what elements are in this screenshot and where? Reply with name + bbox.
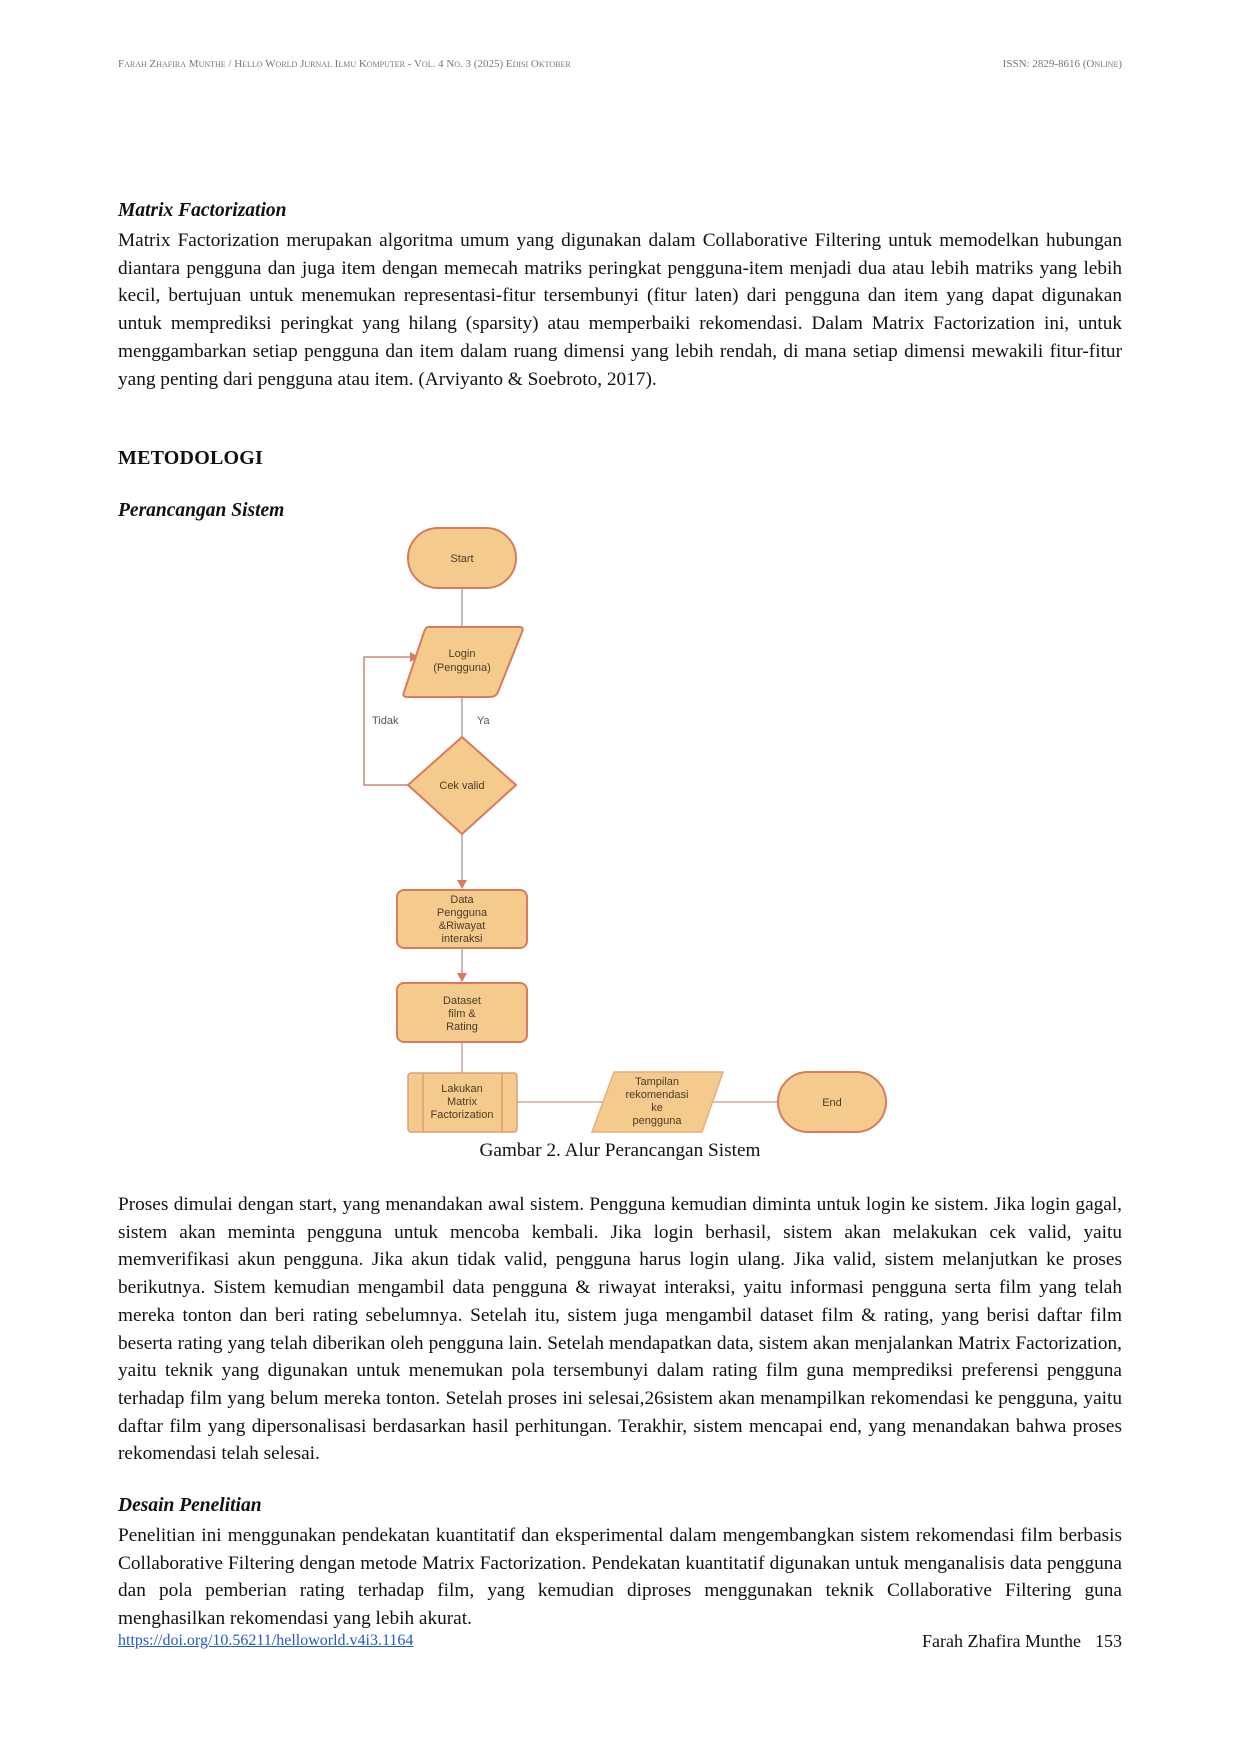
- edge-label-tidak: Tidak: [372, 715, 399, 727]
- svg-text:Rating: Rating: [446, 1021, 478, 1033]
- node-end: End: [777, 1071, 887, 1133]
- svg-text:film &: film &: [448, 1008, 476, 1020]
- svg-text:rekomendasi: rekomendasi: [626, 1089, 689, 1101]
- heading-desain-penelitian: Desain Penelitian: [118, 1495, 262, 1516]
- svg-text:Tampilan: Tampilan: [635, 1076, 679, 1088]
- flowchart-svg: Start Login (Pengguna) Tidak Ya Cek vali…: [363, 527, 887, 1133]
- flowchart-figure: Start Login (Pengguna) Tidak Ya Cek vali…: [363, 527, 887, 1133]
- running-header: Farah Zhafira Munthe / Hello World Jurna…: [118, 58, 1122, 78]
- heading-perancangan-sistem: Perancangan Sistem: [118, 500, 285, 521]
- node-matrix-factorization: Lakukan Matrix Factorization: [407, 1072, 518, 1133]
- node-start: Start: [407, 527, 517, 589]
- node-cek-valid: Cek valid: [407, 736, 517, 835]
- svg-text:Matrix: Matrix: [447, 1096, 477, 1108]
- svg-text:ke: ke: [651, 1102, 663, 1114]
- svg-text:pengguna: pengguna: [633, 1115, 683, 1127]
- figure-caption: Gambar 2. Alur Perancangan Sistem: [479, 1140, 761, 1161]
- paragraph-perancangan-sistem: Proses dimulai dengan start, yang menand…: [118, 1194, 1122, 1465]
- svg-text:Data: Data: [450, 894, 474, 906]
- svg-text:Cek valid: Cek valid: [439, 780, 484, 792]
- heading-matrix-factorization: Matrix Factorization: [118, 200, 287, 221]
- node-dataset: Dataset film & Rating: [396, 982, 528, 1043]
- node-tampilan-rekomendasi: Tampilan rekomendasi ke pengguna: [590, 1071, 725, 1133]
- svg-text:Lakukan: Lakukan: [441, 1083, 483, 1095]
- running-header-issn: ISSN: 2829-8616 (Online): [1002, 58, 1122, 70]
- svg-text:Dataset: Dataset: [443, 995, 481, 1007]
- connector-loop-tidak: [363, 652, 419, 786]
- page-number: 153: [1095, 1631, 1122, 1651]
- page-footer: Farah Zhafira Munthe 153: [922, 1631, 1122, 1652]
- footer-author: Farah Zhafira Munthe: [922, 1631, 1081, 1651]
- heading-metodologi: METODOLOGI: [118, 447, 263, 469]
- node-login: Login (Pengguna): [402, 626, 524, 698]
- paragraph-desain-penelitian: Penelitian ini menggunakan pendekatan ku…: [118, 1525, 1122, 1630]
- svg-text:Pengguna: Pengguna: [437, 907, 488, 919]
- edge-label-ya: Ya: [477, 715, 491, 727]
- svg-text:End: End: [822, 1097, 842, 1109]
- running-header-journal: Farah Zhafira Munthe / Hello World Jurna…: [118, 58, 571, 70]
- svg-text:(Pengguna): (Pengguna): [433, 662, 491, 674]
- svg-text:Login: Login: [449, 648, 476, 660]
- node-data-pengguna: Data Pengguna &Riwayat interaksi: [396, 889, 528, 949]
- doi-link[interactable]: https://doi.org/10.56211/helloworld.v4i3…: [118, 1632, 414, 1649]
- svg-text:interaksi: interaksi: [442, 933, 483, 945]
- svg-text:Start: Start: [450, 553, 473, 565]
- paragraph-matrix-factorization: Matrix Factorization merupakan algoritma…: [118, 230, 1122, 390]
- svg-text:Factorization: Factorization: [431, 1109, 494, 1121]
- svg-text:&Riwayat: &Riwayat: [439, 920, 485, 932]
